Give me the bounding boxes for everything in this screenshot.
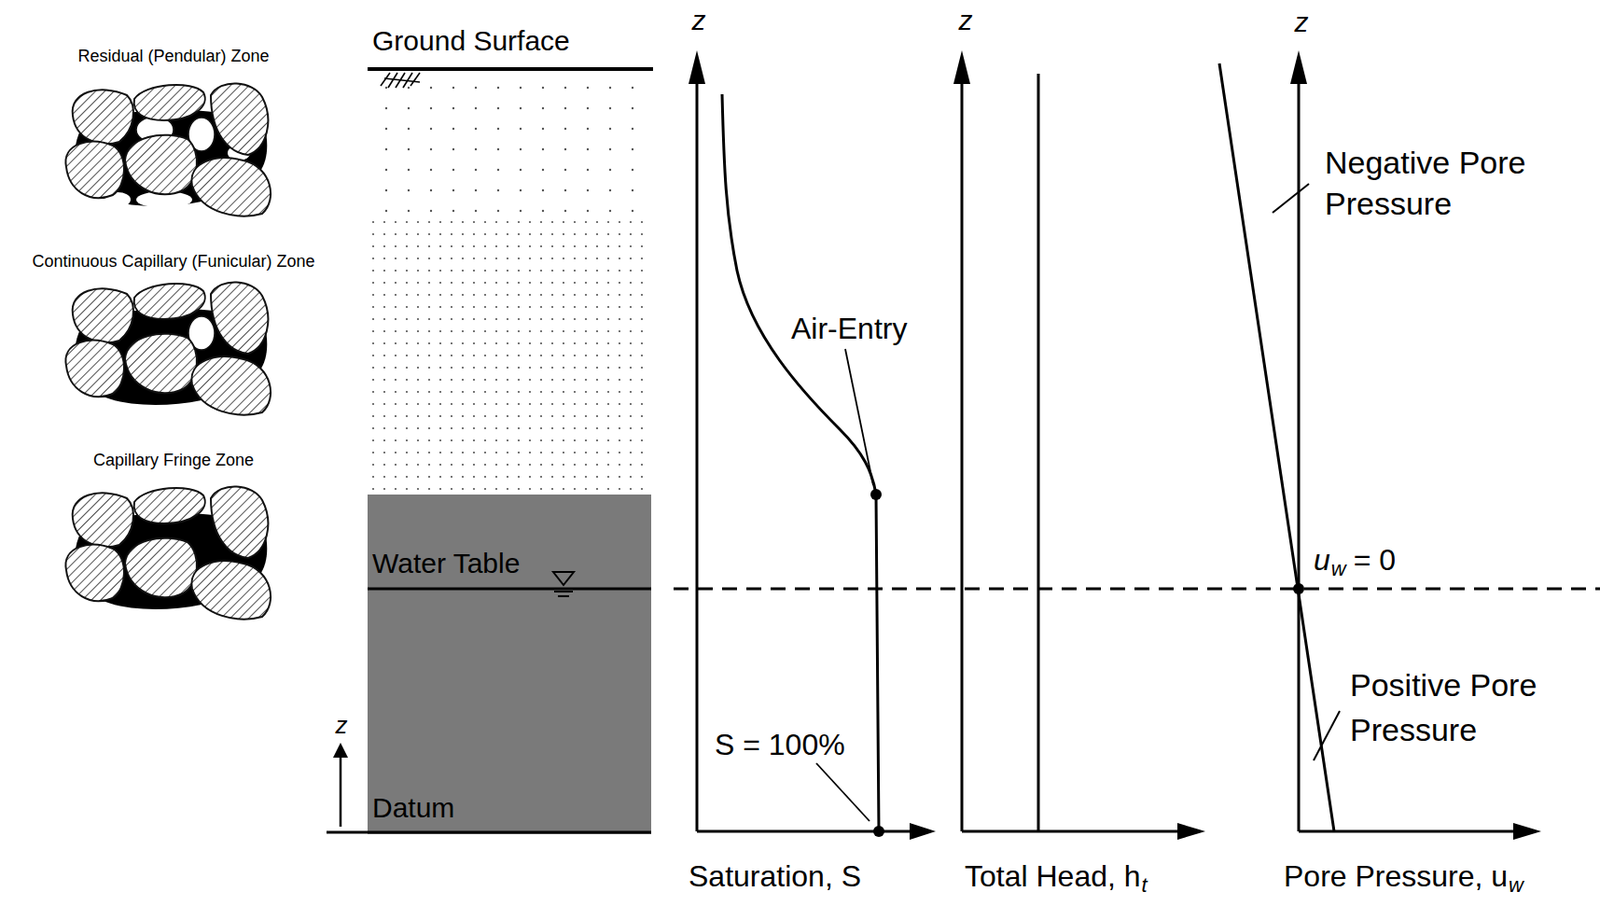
- fringe-grains: [65, 486, 271, 619]
- axis-letter: z: [692, 3, 707, 38]
- subscript: w: [1508, 873, 1524, 898]
- datum-label: Datum: [372, 791, 455, 825]
- callout-label: Negative Pore Pressure: [1324, 141, 1530, 224]
- zone-heading: Residual (Pendular) Zone: [77, 46, 269, 68]
- subscript: w: [1331, 556, 1347, 582]
- pore-pressure-zero: = 0: [1353, 542, 1396, 578]
- axis-title: Saturation, S: [688, 858, 862, 894]
- zone-heading: Continuous Capillary (Funicular) Zone: [31, 251, 315, 273]
- axis-letter: z: [335, 710, 348, 740]
- callout-label: S = 100%: [714, 726, 846, 763]
- pore-pressure-zero: u: [1313, 542, 1331, 578]
- water-table-line: [673, 587, 1600, 591]
- subscript: t: [1141, 873, 1148, 898]
- callout-label: Positive Pore Pressure: [1349, 663, 1555, 752]
- ground-surface-label: Ground Surface: [372, 24, 571, 58]
- axis-letter: z: [1294, 5, 1309, 40]
- total-head-plot: [961, 73, 1185, 832]
- axis-title: Pore Pressure, u: [1283, 858, 1508, 894]
- soil-column: [326, 69, 654, 835]
- axis-title: Total Head, h: [964, 858, 1141, 894]
- pendular-grains: [65, 83, 271, 216]
- saturation-plot: [696, 74, 919, 832]
- callout-label: Air-Entry: [791, 310, 907, 347]
- zone-heading: Capillary Fringe Zone: [93, 450, 254, 472]
- funicular-grains: [65, 281, 271, 415]
- axis-letter: z: [959, 3, 974, 38]
- water-table-label: Water Table: [372, 546, 520, 581]
